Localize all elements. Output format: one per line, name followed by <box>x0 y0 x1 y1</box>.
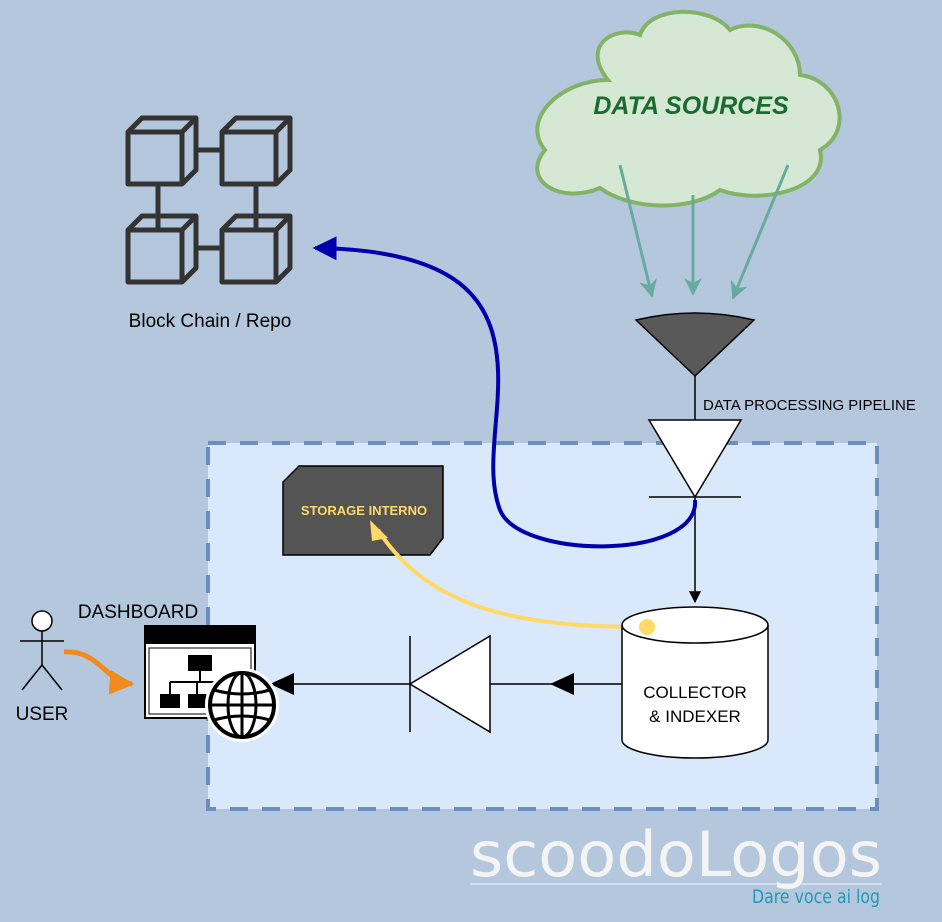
ingest-funnel <box>634 312 756 378</box>
user-to-dashboard-link <box>63 649 135 695</box>
data-sources-cloud: DATA SOURCES <box>535 9 842 208</box>
collector-label-line2: & INDEXER <box>649 707 741 726</box>
storage-label: STORAGE INTERNO <box>301 503 427 518</box>
user-icon <box>20 610 64 691</box>
source-arrow-right <box>730 164 790 300</box>
collector-indexer: COLLECTOR & INDEXER <box>621 606 769 759</box>
globe-icon <box>205 668 279 742</box>
logo-tagline: Dare voce ai log <box>752 886 880 908</box>
user-label: USER <box>16 704 69 725</box>
pipeline-label: DATA PROCESSING PIPELINE <box>703 397 916 414</box>
diode-to-dashboard-arrowhead <box>270 673 294 695</box>
scoodologos-logo: scoodoLogos Dare voce ai log <box>470 818 882 908</box>
storage-link <box>376 528 647 629</box>
dashboard-label: DASHBOARD <box>78 602 198 623</box>
blockchain-link <box>312 236 698 549</box>
data-sources-label: DATA SOURCES <box>593 92 789 120</box>
collector-to-diode-arrowhead <box>550 673 574 695</box>
blockchain-icon <box>125 115 293 285</box>
logo-text: scoodoLogos <box>470 818 882 891</box>
collector-label-line1: COLLECTOR <box>643 683 747 702</box>
source-arrow-left <box>618 164 657 298</box>
blockchain-label: Block Chain / Repo <box>129 311 292 332</box>
storage-interno: STORAGE INTERNO <box>282 465 444 556</box>
